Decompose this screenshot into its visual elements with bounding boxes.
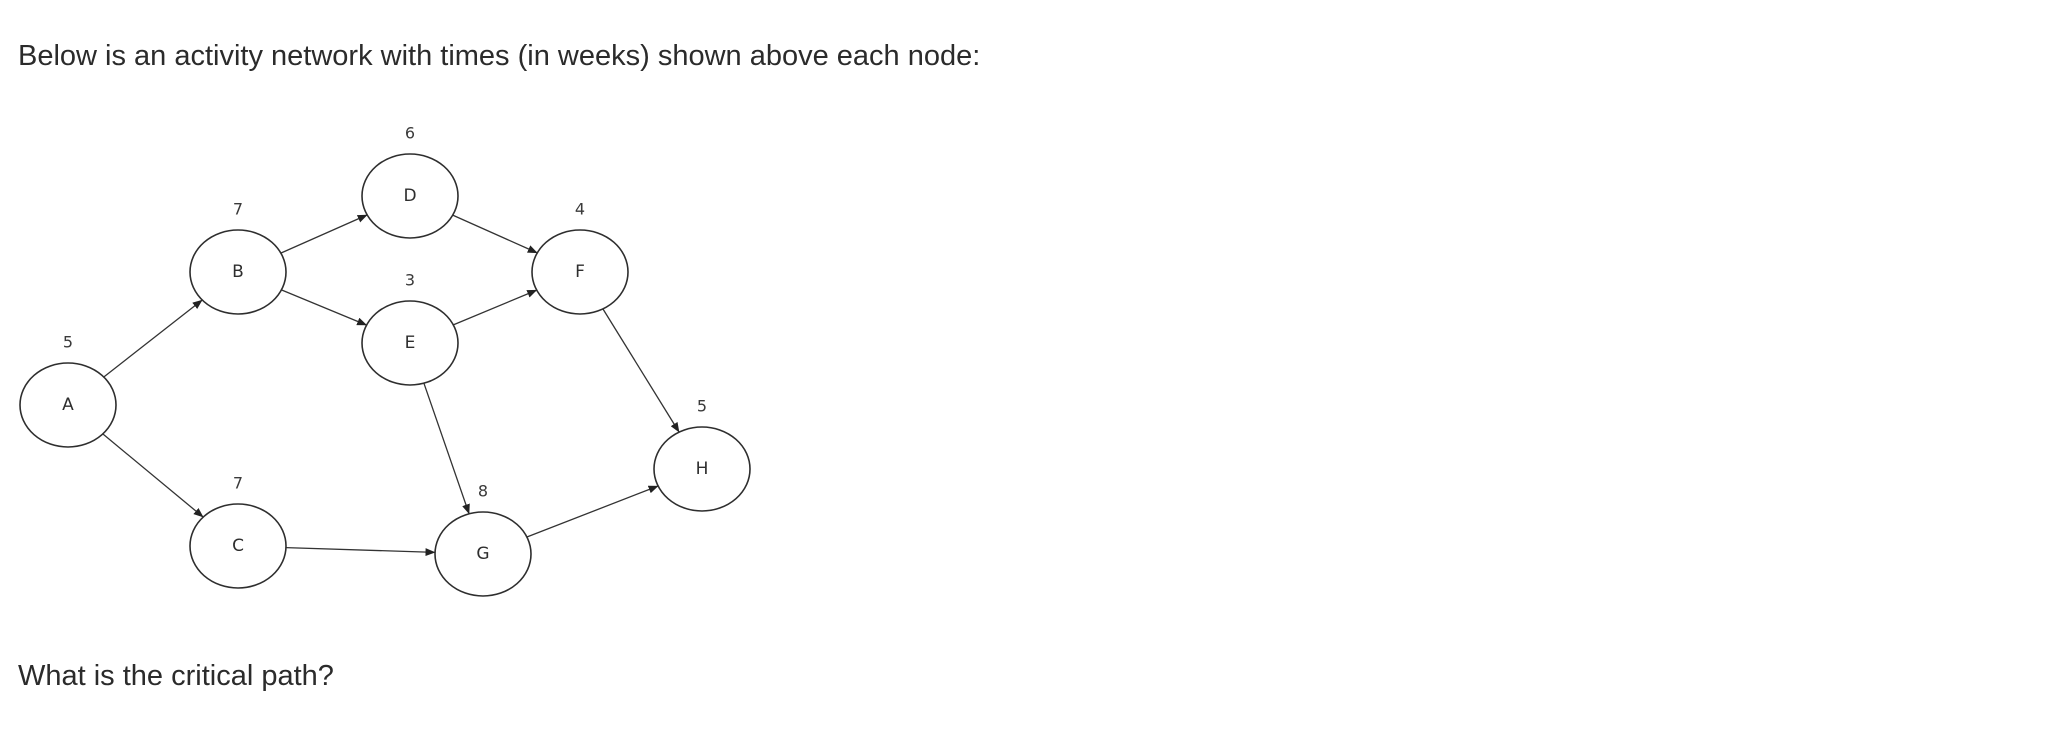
node-h: H5 bbox=[653, 397, 751, 512]
node-f-time: 4 bbox=[575, 200, 585, 219]
node-g: G8 bbox=[434, 482, 532, 597]
node-c-shape bbox=[189, 503, 287, 589]
edge-e-f bbox=[453, 289, 538, 326]
node-h-shape bbox=[653, 426, 751, 512]
node-c-time: 7 bbox=[233, 474, 243, 493]
node-a-time: 5 bbox=[63, 333, 73, 352]
node-f-shape bbox=[531, 229, 629, 315]
node-g-time: 8 bbox=[478, 482, 488, 501]
node-d: D6 bbox=[361, 124, 459, 239]
question-prompt: What is the critical path? bbox=[18, 660, 334, 692]
edge-f-h bbox=[602, 308, 680, 433]
node-c-label: C bbox=[232, 536, 244, 556]
edge-c-g bbox=[285, 546, 436, 557]
node-g-label: G bbox=[476, 544, 489, 564]
edge-d-f bbox=[452, 214, 538, 254]
node-e-label: E bbox=[405, 333, 416, 353]
node-f-label: F bbox=[575, 262, 585, 282]
edge-b-d bbox=[280, 214, 368, 254]
node-a-shape bbox=[19, 362, 117, 448]
node-h-label: H bbox=[696, 459, 709, 479]
question-intro: Below is an activity network with times … bbox=[18, 40, 981, 72]
node-c: C7 bbox=[189, 474, 287, 589]
node-g-shape bbox=[434, 511, 532, 597]
edge-e-g bbox=[423, 382, 470, 515]
node-d-shape bbox=[361, 153, 459, 239]
node-d-time: 6 bbox=[405, 124, 415, 143]
node-b-shape bbox=[189, 229, 287, 315]
node-e-time: 3 bbox=[405, 271, 415, 290]
node-e: E3 bbox=[361, 271, 459, 386]
node-b: B7 bbox=[189, 200, 287, 315]
edge-a-b bbox=[103, 299, 203, 378]
node-b-label: B bbox=[232, 262, 244, 282]
node-e-shape bbox=[361, 300, 459, 386]
node-f: F4 bbox=[531, 200, 629, 315]
edge-a-c bbox=[102, 433, 204, 518]
edge-g-h bbox=[526, 485, 659, 538]
node-a-label: A bbox=[62, 395, 74, 415]
node-d-label: D bbox=[403, 186, 416, 206]
node-b-time: 7 bbox=[233, 200, 243, 219]
node-h-time: 5 bbox=[697, 397, 707, 416]
edge-b-e bbox=[281, 289, 368, 326]
edges-layer bbox=[102, 214, 680, 557]
node-a: A5 bbox=[19, 333, 117, 448]
